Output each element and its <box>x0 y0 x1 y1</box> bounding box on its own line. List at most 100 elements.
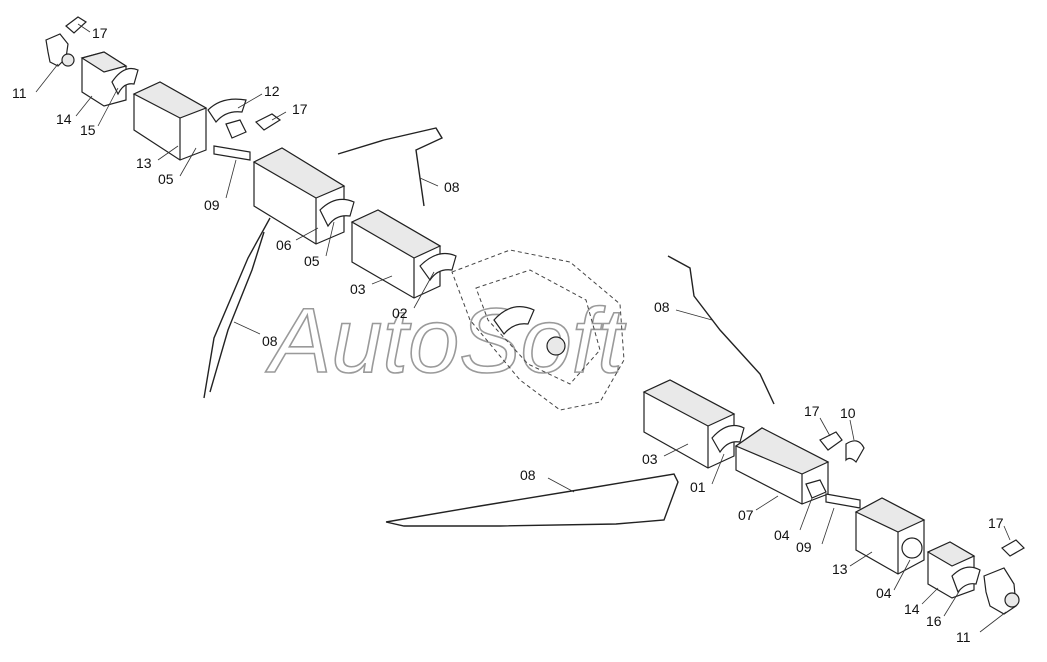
callout-09: 09 <box>796 539 812 555</box>
leader-17b <box>271 111 287 121</box>
coupling-04 <box>805 479 827 499</box>
bracket-hub <box>61 53 75 67</box>
leader-04b <box>893 559 911 591</box>
upper-left-assembly <box>45 16 457 399</box>
callout-08: 08 <box>444 179 460 195</box>
curved-plate-15 <box>111 67 139 96</box>
leader-14b <box>921 587 939 605</box>
leader-08d <box>547 477 575 493</box>
callout-01: 01 <box>690 479 706 495</box>
leader-13a <box>157 145 179 161</box>
callout-04: 04 <box>876 585 892 601</box>
shaft-09-lower <box>825 493 861 509</box>
callout-02: 02 <box>392 305 408 321</box>
leader-02 <box>413 271 435 309</box>
leader-07 <box>755 495 779 511</box>
shaft-09 <box>213 145 251 161</box>
diagonal-strut-08b <box>209 231 265 393</box>
callout-05: 05 <box>158 171 174 187</box>
callout-08: 08 <box>262 333 278 349</box>
auger-box-13-lower-top <box>854 497 926 533</box>
auger-box-03-upper-top <box>350 209 442 259</box>
callout-17: 17 <box>804 403 820 419</box>
curved-plate-10 <box>845 440 865 463</box>
gasket-plate-2 <box>254 113 282 131</box>
leader-09b <box>821 507 835 545</box>
callout-11: 11 <box>956 629 971 645</box>
leader-08c <box>675 309 713 321</box>
leader-09a <box>225 159 237 199</box>
curved-plate-12 <box>207 98 247 124</box>
leader-06 <box>295 227 319 241</box>
leader-03b <box>663 443 689 457</box>
leader-16 <box>943 589 961 617</box>
bracket-hub-lower <box>1004 592 1020 608</box>
right-linkage-08 <box>667 255 775 405</box>
curved-plate-02 <box>419 253 457 282</box>
callout-15: 15 <box>80 122 96 138</box>
callout-labels: 17 11 14 15 13 05 12 17 09 08 06 05 03 0… <box>12 25 1004 645</box>
callout-08: 08 <box>520 467 536 483</box>
gasket-plate-3 <box>819 431 843 451</box>
central-frame-outline <box>451 249 625 411</box>
long-linkage-08 <box>385 473 679 527</box>
leader-lines <box>35 23 1011 633</box>
leader-17c <box>819 417 831 437</box>
upper-linkage-08 <box>337 127 444 207</box>
callout-06: 06 <box>276 237 292 253</box>
callout-04: 04 <box>774 527 790 543</box>
leader-15a <box>97 87 119 127</box>
leader-01 <box>711 453 725 485</box>
curved-plate-06 <box>319 198 355 228</box>
leader-11b <box>979 611 1007 633</box>
leader-04a <box>799 497 813 531</box>
callout-17: 17 <box>988 515 1004 531</box>
watermark-text: AutoSoft <box>265 290 626 392</box>
callout-13: 13 <box>832 561 848 577</box>
lower-right-assembly <box>385 255 1025 615</box>
leader-13b <box>849 551 873 567</box>
callout-10: 10 <box>840 405 856 421</box>
callout-03: 03 <box>642 451 658 467</box>
leader-05a <box>179 147 197 177</box>
callout-12: 12 <box>264 83 280 99</box>
callout-16: 16 <box>926 613 942 629</box>
callout-13: 13 <box>136 155 152 171</box>
leader-17d <box>1003 525 1011 541</box>
auger-box-06-top <box>252 147 346 199</box>
leader-03a <box>371 275 393 285</box>
gasket-plate-4 <box>1001 539 1025 557</box>
flange-04 <box>901 537 923 559</box>
leader-08b <box>233 321 261 335</box>
callout-17: 17 <box>92 25 108 41</box>
coupling-05 <box>225 119 247 139</box>
callout-08: 08 <box>654 299 670 315</box>
small-gearbox-top <box>80 51 128 73</box>
callout-05: 05 <box>304 253 320 269</box>
curved-plate-16 <box>951 566 981 594</box>
auger-box-13-top <box>132 81 208 119</box>
gasket-plate <box>65 16 87 34</box>
small-gearbox-14-lower-top <box>926 541 976 567</box>
callout-14: 14 <box>904 601 920 617</box>
leader-11a <box>35 63 59 93</box>
auger-box-03-lower-top <box>642 379 736 427</box>
callout-14: 14 <box>56 111 72 127</box>
callout-17: 17 <box>292 101 308 117</box>
callout-07: 07 <box>738 507 754 523</box>
auger-box-07-top <box>734 427 830 475</box>
callout-03: 03 <box>350 281 366 297</box>
callout-11: 11 <box>12 85 27 101</box>
central-frame-assembly <box>451 249 625 411</box>
central-curved-plate <box>493 306 535 335</box>
leader-10 <box>849 419 855 441</box>
diagonal-strut-08 <box>203 217 271 399</box>
leader-05b <box>325 221 335 257</box>
central-hub <box>546 336 566 356</box>
curved-plate-01 <box>711 425 745 454</box>
leader-17a <box>77 23 91 33</box>
callout-09: 09 <box>204 197 220 213</box>
leader-14a <box>75 95 93 117</box>
leader-12 <box>237 93 263 109</box>
